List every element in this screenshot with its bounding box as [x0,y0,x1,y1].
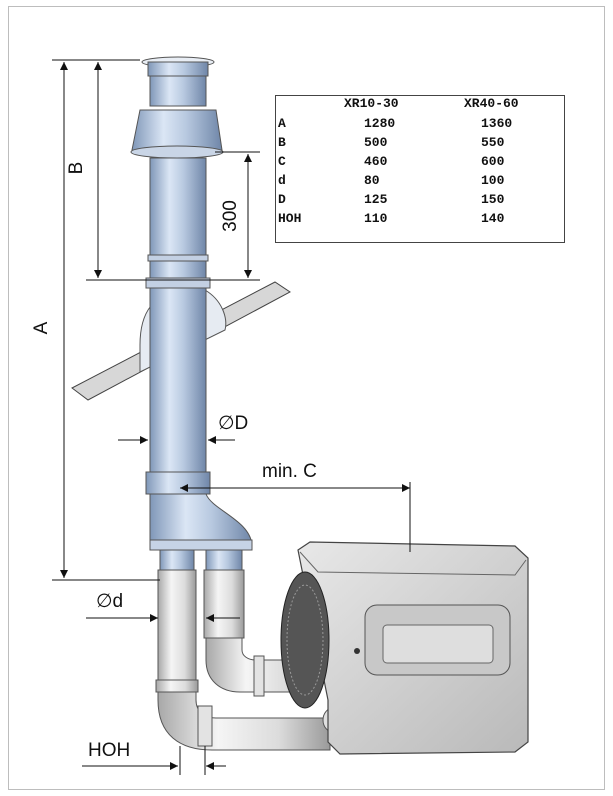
cell-xr40-60: 150 [481,192,505,207]
air-pipe [155,549,344,751]
dim-hoh-label: HOH [88,740,130,761]
row-label: C [278,154,286,169]
table-header-xr40-60: XR40-60 [464,96,519,111]
dim-dia-big-label: ∅D [218,413,248,434]
dim-min-c-label: min. C [262,461,317,482]
row-label: D [278,192,286,207]
cell-xr10-30: 1280 [364,116,396,131]
row-label: d [278,173,286,188]
table-row: HOH 110 140 [276,211,564,229]
dim-dia-small-label: ∅d [96,591,123,612]
row-label: B [278,135,286,150]
cell-xr40-60: 600 [481,154,505,169]
cell-xr40-60: 100 [481,173,505,188]
table-row: d 80 100 [276,173,564,191]
concentric-pipe [145,157,253,551]
table-row: D 125 150 [276,192,564,210]
dim-b-label: B [66,162,87,175]
dim-300-label: 300 [220,200,241,232]
row-label: A [278,116,286,131]
table-row: A 1280 1360 [276,116,564,134]
cell-xr10-30: 460 [364,154,388,169]
table-row: B 500 550 [276,135,564,153]
row-label: HOH [278,211,302,226]
dimension-lines [52,59,411,775]
dimension-table: XR10-30 XR40-60 A 1280 1360 B 500 550 C … [275,95,565,243]
cell-xr10-30: 500 [364,135,388,150]
cell-xr10-30: 125 [364,192,388,207]
diagram-frame [8,6,605,790]
heater-unit [280,541,529,755]
table-header-xr10-30: XR10-30 [344,96,399,111]
cell-xr40-60: 140 [481,211,505,226]
cell-xr40-60: 1360 [481,116,513,131]
table-row: C 460 600 [276,154,564,172]
terminal-cap [130,56,224,159]
cell-xr10-30: 80 [364,173,380,188]
dim-a-label: A [31,321,52,334]
cell-xr40-60: 550 [481,135,505,150]
cell-xr10-30: 110 [364,211,388,226]
